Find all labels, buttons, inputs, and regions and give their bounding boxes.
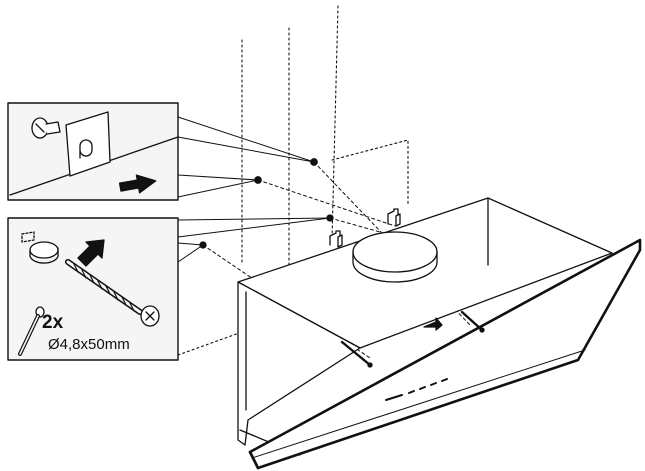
leader-lines bbox=[177, 116, 331, 263]
push-arrow-icon bbox=[77, 239, 105, 267]
fixing-screw-front-left bbox=[340, 340, 373, 368]
control-buttons bbox=[385, 378, 448, 401]
wall-plug-icon bbox=[21, 231, 59, 264]
hood-bracket-right bbox=[387, 208, 401, 227]
keyhole-slot-icon bbox=[79, 139, 93, 159]
chimney-outline bbox=[177, 5, 409, 356]
direction-arrow-small bbox=[423, 317, 443, 331]
screw-quantity-label: 2x bbox=[42, 312, 64, 333]
glass-front-panel bbox=[248, 238, 642, 470]
long-screw-icon bbox=[65, 259, 160, 327]
hood-bracket-left bbox=[329, 230, 343, 248]
fixing-screw-front-right bbox=[460, 310, 485, 333]
small-screw-icon bbox=[18, 306, 45, 356]
exhaust-collar bbox=[352, 231, 438, 283]
wall-screw-icon bbox=[31, 117, 61, 139]
cooker-hood-body bbox=[237, 197, 613, 456]
callout-screw-plug-detail bbox=[7, 217, 179, 361]
insert-arrow-icon bbox=[118, 174, 157, 194]
callout-keyhole-detail bbox=[7, 102, 179, 201]
screw-spec-label: Ø4,8x50mm bbox=[48, 336, 130, 353]
wall-fixing-points bbox=[199, 158, 334, 249]
